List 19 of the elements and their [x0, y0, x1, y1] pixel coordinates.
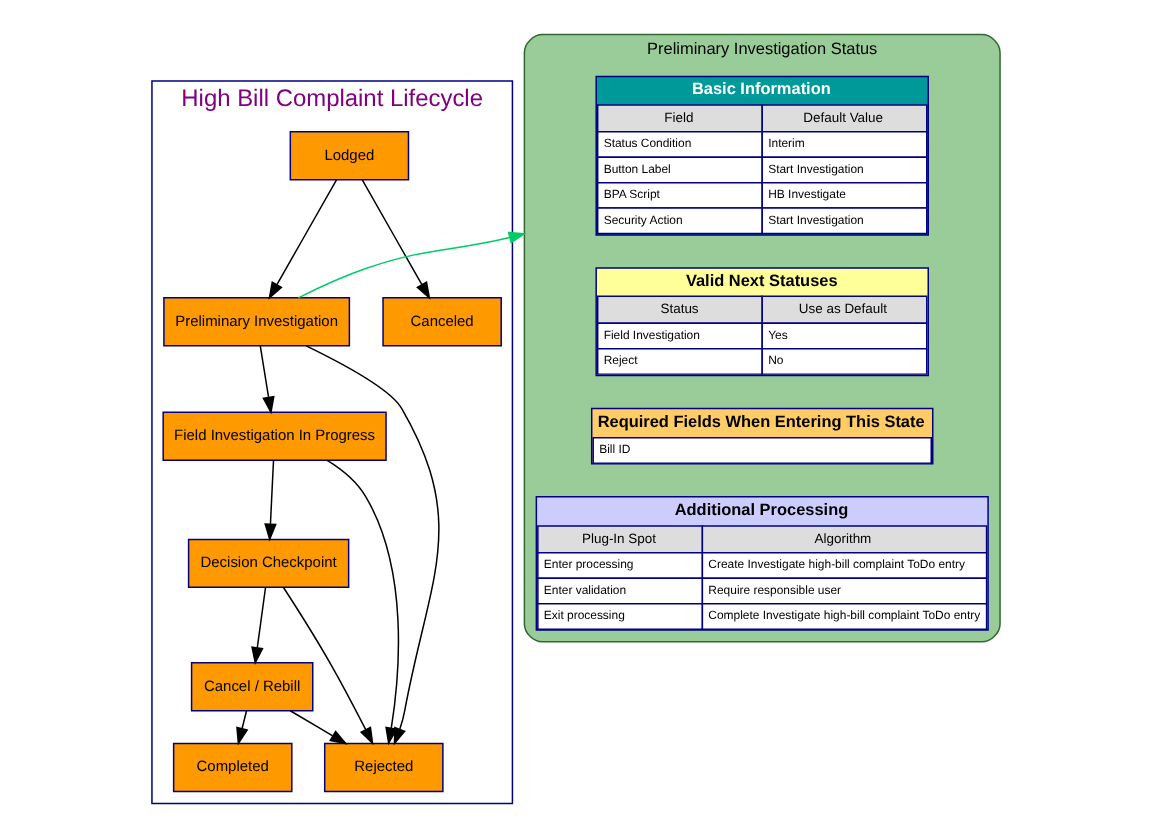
- arrow: [289, 710, 348, 745]
- arrow: [236, 710, 249, 746]
- arrow: [264, 459, 277, 542]
- arrow: [282, 586, 374, 746]
- node-box: Canceled: [382, 297, 502, 347]
- node-box: Cancel / Rebill: [190, 662, 314, 712]
- arrow: [305, 345, 440, 746]
- arrow: [259, 345, 275, 415]
- arrow: [268, 179, 338, 300]
- arrow: [297, 231, 527, 299]
- node-box: Rejected: [323, 742, 444, 793]
- node-box: Field Investigation In Progress: [162, 411, 387, 461]
- arrow: [251, 586, 267, 665]
- node-box: Preliminary Investigation: [163, 297, 351, 347]
- arrow: [361, 179, 431, 300]
- node-box: Completed: [172, 742, 293, 793]
- node-box: Lodged: [289, 131, 410, 181]
- arrow: [326, 459, 400, 746]
- node-box: Decision Checkpoint: [187, 538, 350, 588]
